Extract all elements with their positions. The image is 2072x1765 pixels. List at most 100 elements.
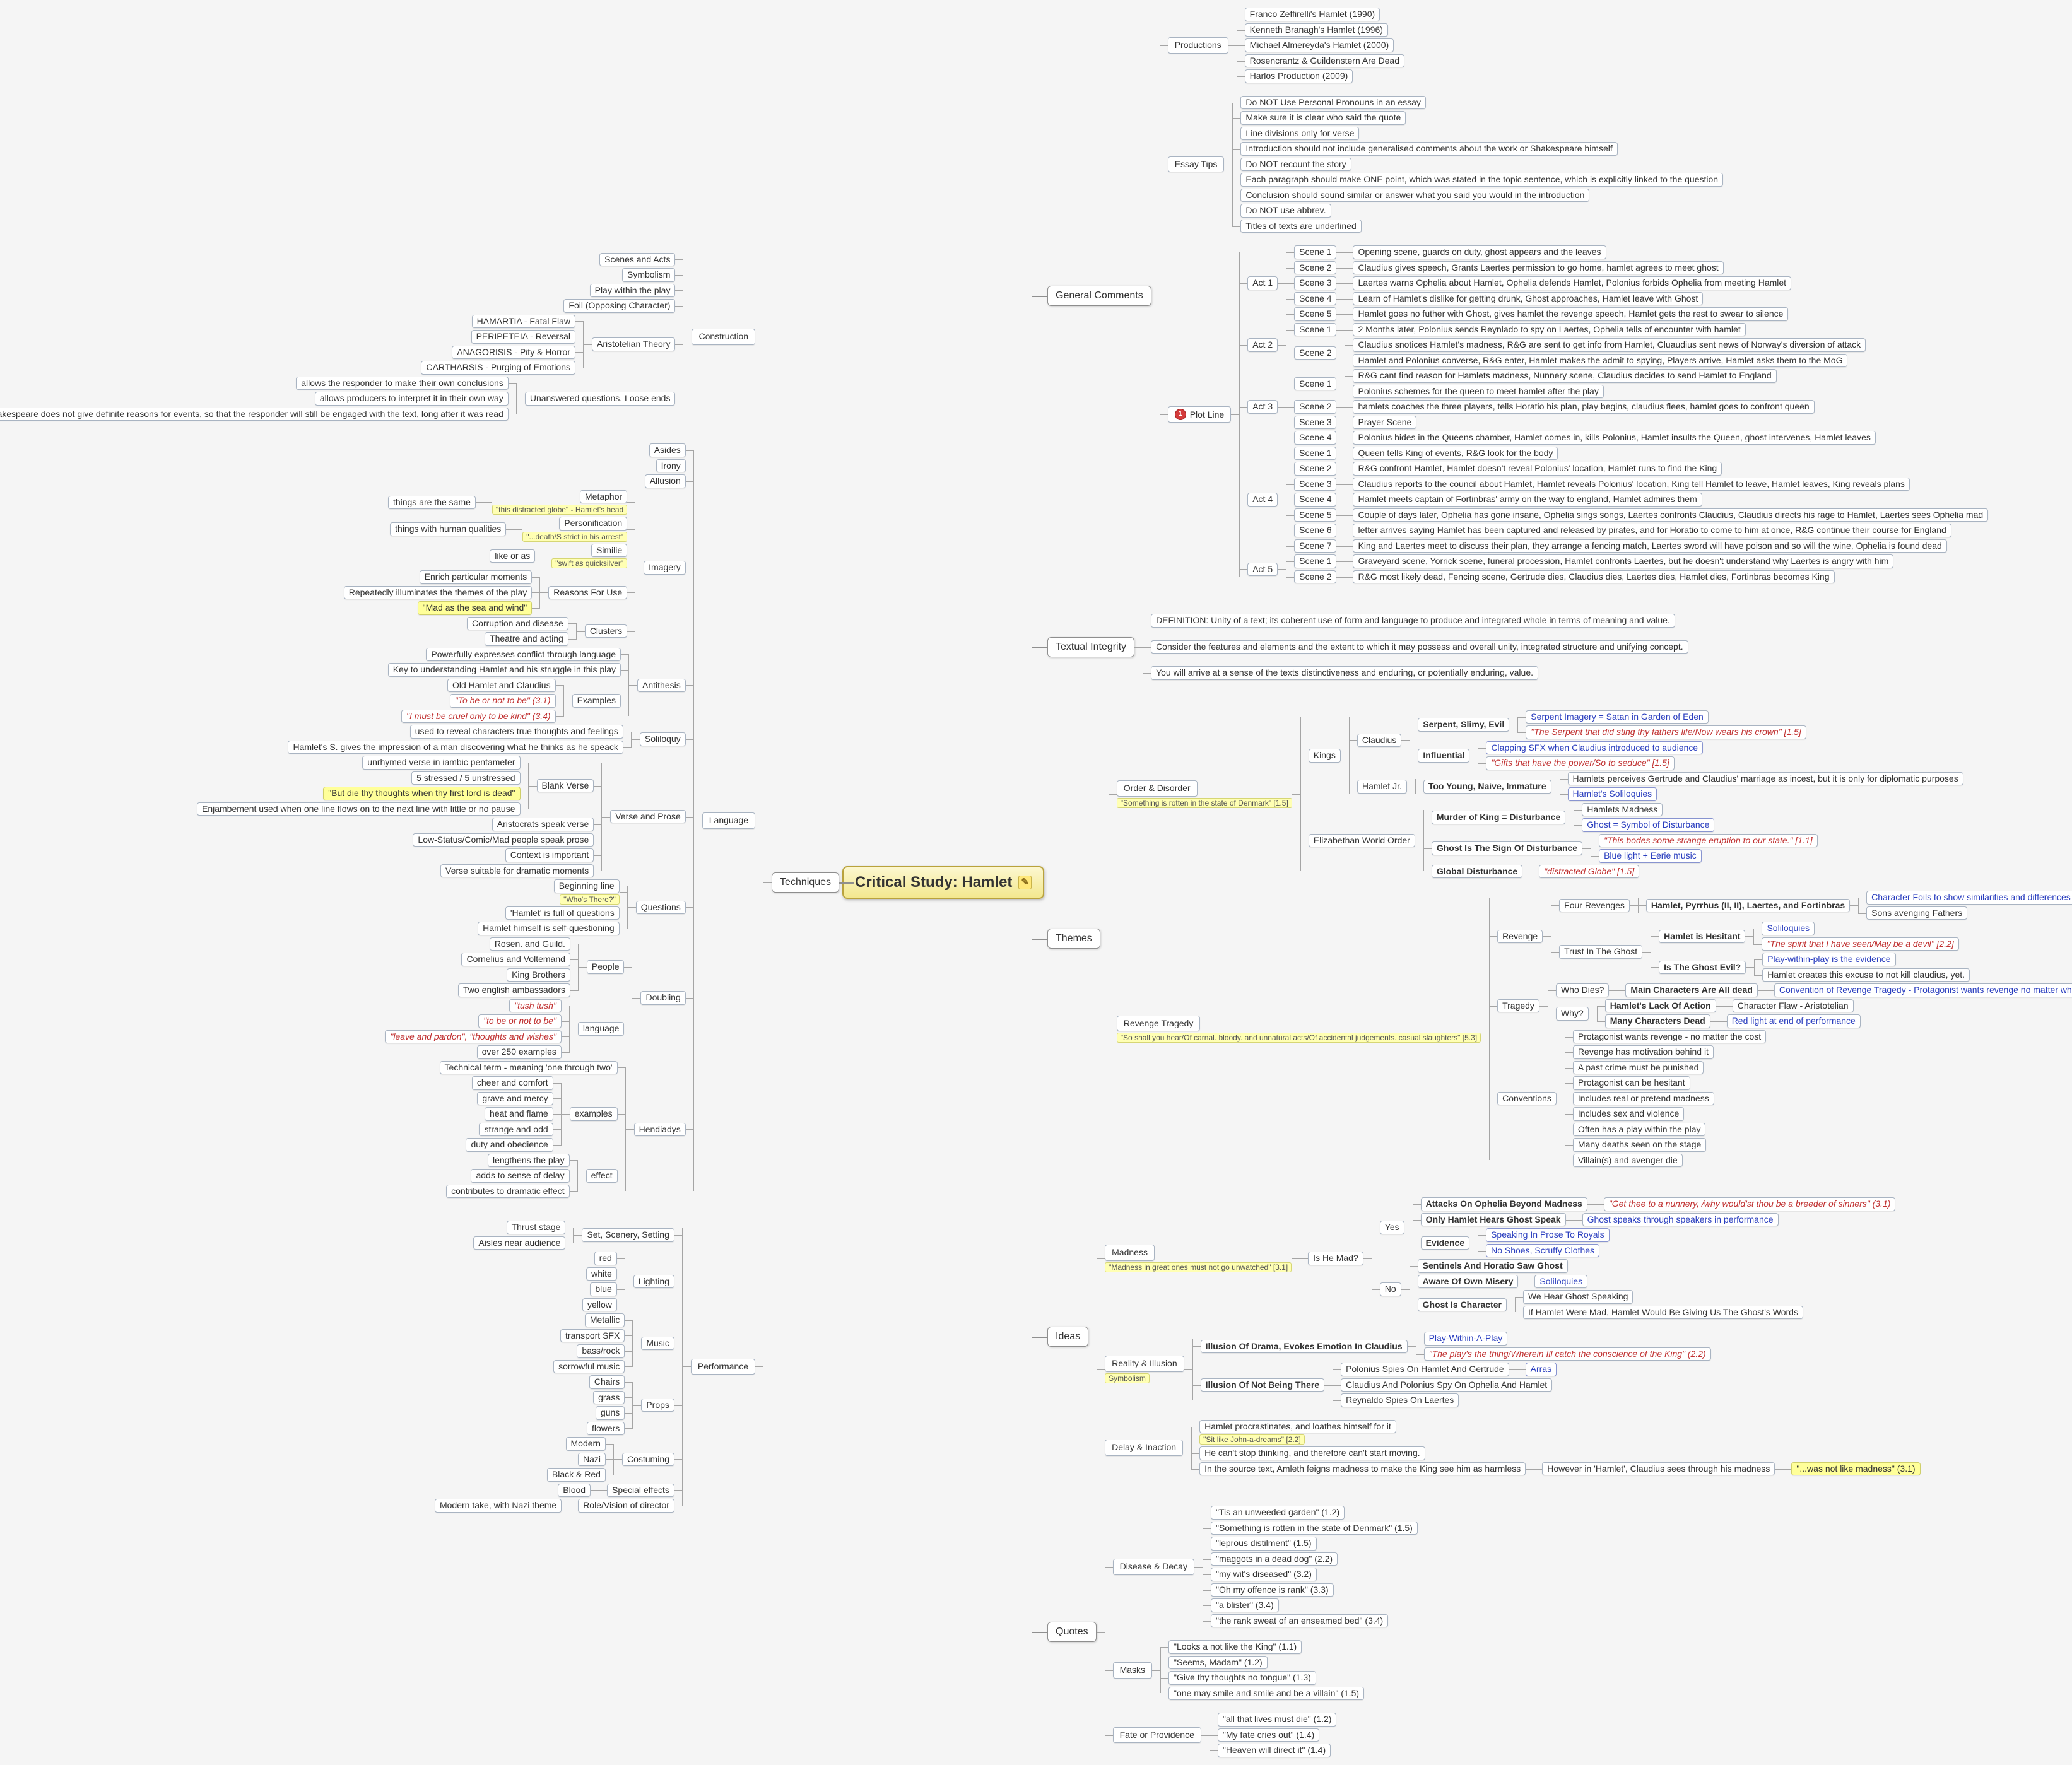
topic[interactable]: transport SFX	[560, 1328, 625, 1342]
topic[interactable]: Act 1	[1247, 276, 1278, 290]
topic[interactable]: Hamlet is Hesitant	[1659, 929, 1746, 943]
topic[interactable]: Asides	[649, 443, 686, 457]
topic[interactable]: Revenge has motivation behind it	[1572, 1045, 1714, 1059]
topic[interactable]: Performance	[690, 1358, 756, 1375]
topic[interactable]: Main Characters Are All dead	[1625, 983, 1758, 997]
topic[interactable]: "My fate cries out" (1.4)	[1217, 1728, 1320, 1742]
topic[interactable]: Act 5	[1247, 562, 1278, 576]
topic[interactable]: If Hamlet Were Mad, Hamlet Would Be Givi…	[1522, 1305, 1803, 1320]
topic[interactable]: Many Characters Dead	[1604, 1014, 1710, 1028]
topic[interactable]: However in 'Hamlet', Claudius sees throu…	[1542, 1462, 1775, 1476]
topic[interactable]: "Give thy thoughts no tongue" (1.3)	[1168, 1671, 1316, 1685]
topic[interactable]: Two english ambassadors	[458, 983, 570, 997]
topic[interactable]: Scene 1	[1294, 446, 1337, 460]
topic[interactable]: Powerfully expresses conflict through la…	[426, 647, 621, 661]
topic[interactable]: "maggots in a dead dog" (2.2)	[1210, 1552, 1338, 1566]
topic[interactable]: Scene 3	[1294, 477, 1337, 491]
topic[interactable]: heat and flame	[485, 1107, 553, 1121]
topic[interactable]: "Oh my offence is rank" (3.3)	[1210, 1583, 1334, 1597]
topic[interactable]: "leave and pardon", "thoughts and wishes…	[385, 1029, 562, 1043]
topic[interactable]: CARTHARSIS - Purging of Emotions	[421, 361, 575, 375]
topic[interactable]: Scene 1	[1294, 377, 1337, 390]
topic[interactable]: things are the same	[387, 495, 476, 509]
topic[interactable]: A past crime must be punished	[1572, 1060, 1704, 1075]
topic[interactable]: King Brothers	[507, 968, 570, 982]
topic[interactable]: Modern take, with Nazi theme	[434, 1499, 562, 1513]
topic[interactable]: guns	[595, 1406, 625, 1420]
topic[interactable]: Scene 4	[1294, 291, 1337, 306]
topic[interactable]: Serpent, Slimy, Evil	[1418, 718, 1510, 732]
topic[interactable]: Evidence	[1420, 1236, 1470, 1250]
topic[interactable]: No Shoes, Scruffy Clothes	[1486, 1243, 1600, 1258]
branch-themes[interactable]: Themes	[1047, 929, 1100, 949]
topic[interactable]: Ghost = Symbol of Disturbance	[1582, 818, 1715, 832]
topic[interactable]: Lighting	[633, 1274, 674, 1289]
topic[interactable]: Context is important	[505, 848, 594, 862]
topic[interactable]: Each paragraph should make ONE point, wh…	[1240, 173, 1724, 187]
topic[interactable]: Polonius hides in the Queens chamber, Ha…	[1353, 431, 1876, 445]
topic[interactable]: Language	[702, 812, 756, 829]
topic[interactable]: "The play's the thing/Wherein Ill catch …	[1423, 1347, 1711, 1361]
topic[interactable]: Laertes warns Ophelia about Hamlet, Ophe…	[1353, 276, 1792, 290]
topic[interactable]: Unanswered questions, Loose ends	[524, 392, 676, 406]
topic[interactable]: "This bodes some strange eruption to our…	[1599, 833, 1818, 848]
topic[interactable]: adds to sense of delay	[471, 1169, 570, 1183]
topic[interactable]: 'Hamlet' is full of questions	[505, 906, 620, 920]
topic[interactable]: red	[594, 1252, 617, 1265]
topic[interactable]: In the source text, Amleth feigns madnes…	[1199, 1462, 1526, 1476]
topic[interactable]: Hamlet's S. gives the impression of a ma…	[288, 740, 623, 754]
topic[interactable]: Claudius	[1357, 733, 1402, 747]
topic[interactable]: bass/rock	[577, 1344, 625, 1358]
topic[interactable]: Hamlet goes no futher with Ghost, gives …	[1353, 307, 1789, 321]
topic[interactable]: Often has a play within the play	[1572, 1122, 1706, 1137]
topic[interactable]: Scene 3	[1294, 415, 1337, 430]
topic[interactable]: "my wit's diseased" (3.2)	[1210, 1568, 1317, 1581]
topic[interactable]: Costuming	[621, 1452, 674, 1466]
topic[interactable]: Scene 3	[1294, 276, 1337, 290]
topic[interactable]: Play within the play	[589, 283, 676, 297]
topic[interactable]: Polonius Spies On Hamlet And Gertrude	[1341, 1363, 1509, 1376]
topic[interactable]: Repeatedly illuminates the themes of the…	[343, 585, 533, 599]
topic[interactable]: Hamlet creates this excuse to not kill c…	[1762, 968, 1970, 982]
topic[interactable]: Symbolism	[621, 268, 676, 282]
topic[interactable]: Fate or Providence	[1112, 1727, 1201, 1744]
topic[interactable]: Role/Vision of director	[578, 1499, 674, 1513]
topic[interactable]: "Something is rotten in the state of Den…	[1210, 1521, 1418, 1535]
topic[interactable]: DEFINITION: Unity of a text; its coheren…	[1151, 614, 1675, 628]
topic[interactable]: Hamlet Jr.	[1357, 780, 1407, 794]
topic[interactable]: Hamlets Madness	[1582, 802, 1663, 817]
topic[interactable]: Madness	[1105, 1245, 1155, 1261]
topic[interactable]: 5 stressed / 5 unstressed	[411, 771, 521, 785]
topic[interactable]: Is The Ghost Evil?	[1659, 960, 1746, 974]
topic[interactable]: Scene 2	[1294, 462, 1337, 476]
topic[interactable]: white	[586, 1267, 617, 1281]
topic[interactable]: allows the responder to make their own c…	[296, 376, 509, 390]
topic[interactable]: R&G most likely dead, Fencing scene, Ger…	[1353, 570, 1835, 584]
topic[interactable]: Rosencrantz & Guildenstern Are Dead	[1244, 54, 1405, 68]
topic[interactable]: Questions	[635, 900, 686, 914]
topic[interactable]: "Get thee to a nunnery, /why would'st th…	[1603, 1197, 1896, 1211]
topic[interactable]: Murder of King = Disturbance	[1431, 811, 1566, 824]
topic[interactable]: Blank Verse	[536, 778, 594, 793]
topic[interactable]: Protagonist wants revenge - no matter th…	[1572, 1029, 1767, 1044]
topic[interactable]: Key to understanding Hamlet and his stru…	[387, 663, 621, 677]
topic[interactable]: "...was not like madness" (3.1)	[1791, 1462, 1921, 1476]
topic[interactable]: Thrust stage	[506, 1221, 566, 1234]
topic[interactable]: Kings	[1308, 749, 1341, 763]
topic[interactable]: Illusion Of Not Being There	[1200, 1378, 1325, 1392]
topic[interactable]: unrhymed verse in iambic pentameter	[362, 756, 521, 770]
topic[interactable]: contributes to dramatic effect	[446, 1184, 570, 1198]
topic[interactable]: examples	[569, 1107, 618, 1121]
topic[interactable]: Revenge	[1497, 929, 1543, 943]
topic[interactable]: "Tis an unweeded garden" (1.2)	[1210, 1506, 1345, 1520]
topic[interactable]: Props	[641, 1398, 674, 1412]
topic[interactable]: Conclusion should sound similar or answe…	[1240, 188, 1590, 202]
topic[interactable]: Scene 5	[1294, 307, 1337, 321]
topic[interactable]: Who Dies?	[1555, 983, 1610, 997]
topic[interactable]: Clusters	[584, 624, 628, 638]
topic[interactable]: Clapping SFX when Claudius introduced to…	[1486, 741, 1704, 755]
topic[interactable]: Prayer Scene	[1353, 415, 1417, 430]
topic[interactable]: Sons avenging Fathers	[1866, 906, 1968, 920]
topic[interactable]: Play-within-play is the evidence	[1762, 953, 1896, 966]
